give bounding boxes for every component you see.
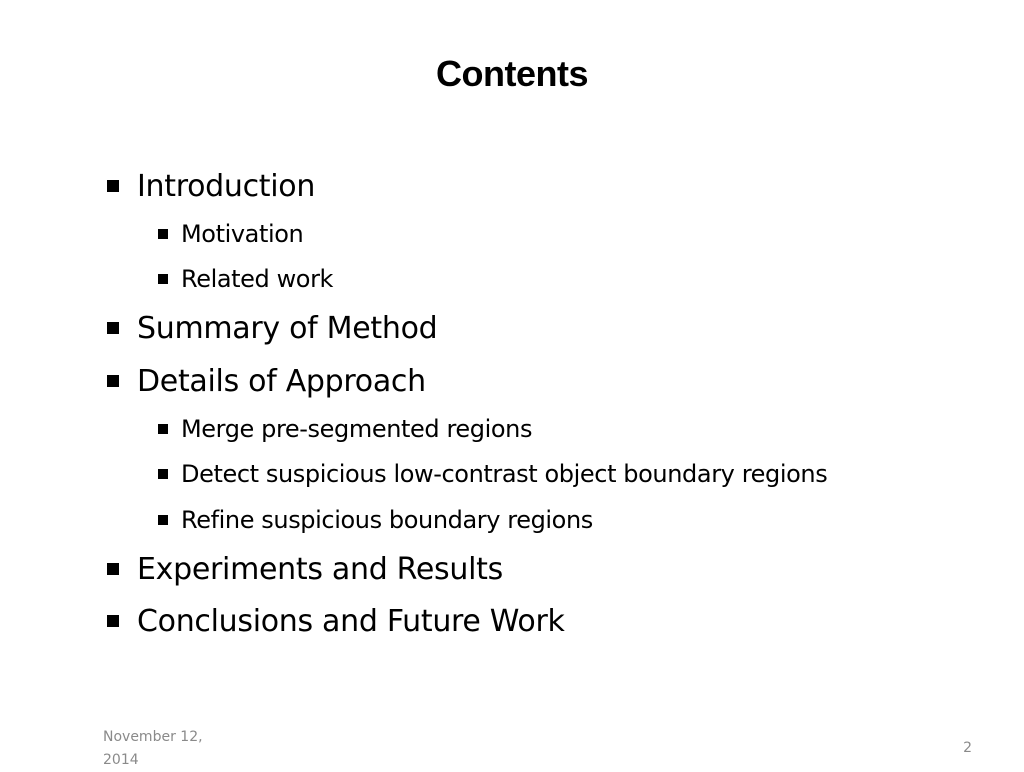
square-bullet-icon bbox=[107, 180, 119, 192]
list-subitem: Merge pre-segmented regions bbox=[158, 411, 532, 447]
page-number: 2 bbox=[963, 740, 972, 756]
list-item-label: Introduction bbox=[137, 168, 316, 204]
list-item-label: Related work bbox=[181, 265, 334, 293]
square-bullet-icon bbox=[107, 615, 119, 627]
list-item: Introduction bbox=[107, 164, 315, 208]
list-item-label: Detect suspicious low-contrast object bo… bbox=[181, 460, 828, 488]
list-item-label: Merge pre-segmented regions bbox=[181, 415, 533, 443]
footer-date: November 12, 2014 bbox=[103, 729, 203, 768]
square-bullet-icon bbox=[107, 375, 119, 387]
list-item-label: Motivation bbox=[181, 220, 304, 248]
list-item-label: Conclusions and Future Work bbox=[137, 603, 565, 639]
square-bullet-icon bbox=[107, 563, 119, 575]
square-bullet-icon bbox=[158, 469, 168, 479]
square-bullet-icon bbox=[158, 229, 168, 239]
list-item: Summary of Method bbox=[107, 306, 438, 350]
list-item: Conclusions and Future Work bbox=[107, 599, 565, 643]
list-subitem: Related work bbox=[158, 261, 333, 297]
square-bullet-icon bbox=[158, 515, 168, 525]
list-subitem: Motivation bbox=[158, 216, 304, 252]
list-item-label: Summary of Method bbox=[137, 310, 438, 346]
list-subitem: Refine suspicious boundary regions bbox=[158, 502, 593, 538]
list-item-label: Refine suspicious boundary regions bbox=[181, 506, 593, 534]
list-item: Experiments and Results bbox=[107, 547, 503, 591]
list-subitem: Detect suspicious low-contrast object bo… bbox=[158, 456, 828, 492]
slide-title: Contents bbox=[436, 53, 589, 94]
list-item-label: Experiments and Results bbox=[137, 551, 503, 587]
square-bullet-icon bbox=[158, 274, 168, 284]
square-bullet-icon bbox=[158, 424, 168, 434]
square-bullet-icon bbox=[107, 322, 119, 334]
list-item: Details of Approach bbox=[107, 359, 426, 403]
list-item-label: Details of Approach bbox=[137, 363, 426, 399]
